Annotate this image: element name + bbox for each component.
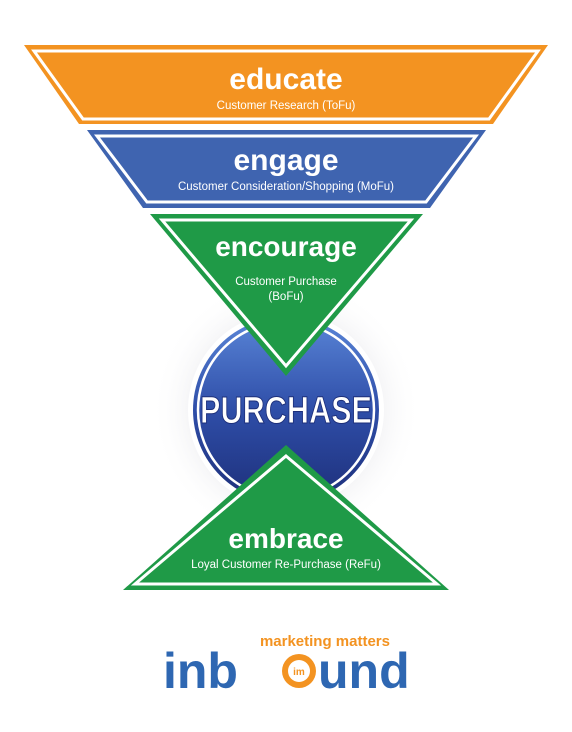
educate-shape	[24, 45, 548, 124]
engage-shape	[87, 130, 486, 208]
encourage-subtitle-line2: (BoFu)	[268, 291, 303, 303]
logo-word-start: inb	[163, 643, 238, 699]
engage-band: engage Customer Consideration/Shopping (…	[87, 130, 486, 208]
embrace-subtitle: Loyal Customer Re-Purchase (ReFu)	[191, 559, 381, 571]
logo-badge-text: im	[293, 667, 305, 678]
encourage-subtitle-line1: Customer Purchase	[235, 276, 337, 288]
encourage-title: encourage	[215, 231, 357, 262]
embrace-shape	[123, 445, 449, 590]
encourage-triangle: encourage Customer Purchase (BoFu)	[150, 214, 423, 376]
purchase-shape	[193, 317, 379, 503]
encourage-shape	[150, 214, 423, 376]
logo-word-end: und	[318, 643, 410, 699]
purchase-title: PURCHASE	[200, 390, 372, 432]
educate-subtitle: Customer Research (ToFu)	[217, 100, 356, 112]
embrace-title: embrace	[228, 523, 343, 554]
embrace-triangle: embrace Loyal Customer Re-Purchase (ReFu…	[123, 445, 449, 590]
inbound-logo: marketing matters inb im und	[163, 633, 410, 699]
engage-title: engage	[233, 144, 338, 177]
educate-title: educate	[229, 63, 342, 96]
engage-subtitle: Customer Consideration/Shopping (MoFu)	[178, 181, 394, 193]
logo-tagline: marketing matters	[260, 633, 390, 650]
educate-band: educate Customer Research (ToFu)	[24, 45, 548, 124]
logo-o-badge-icon: im	[282, 654, 316, 688]
